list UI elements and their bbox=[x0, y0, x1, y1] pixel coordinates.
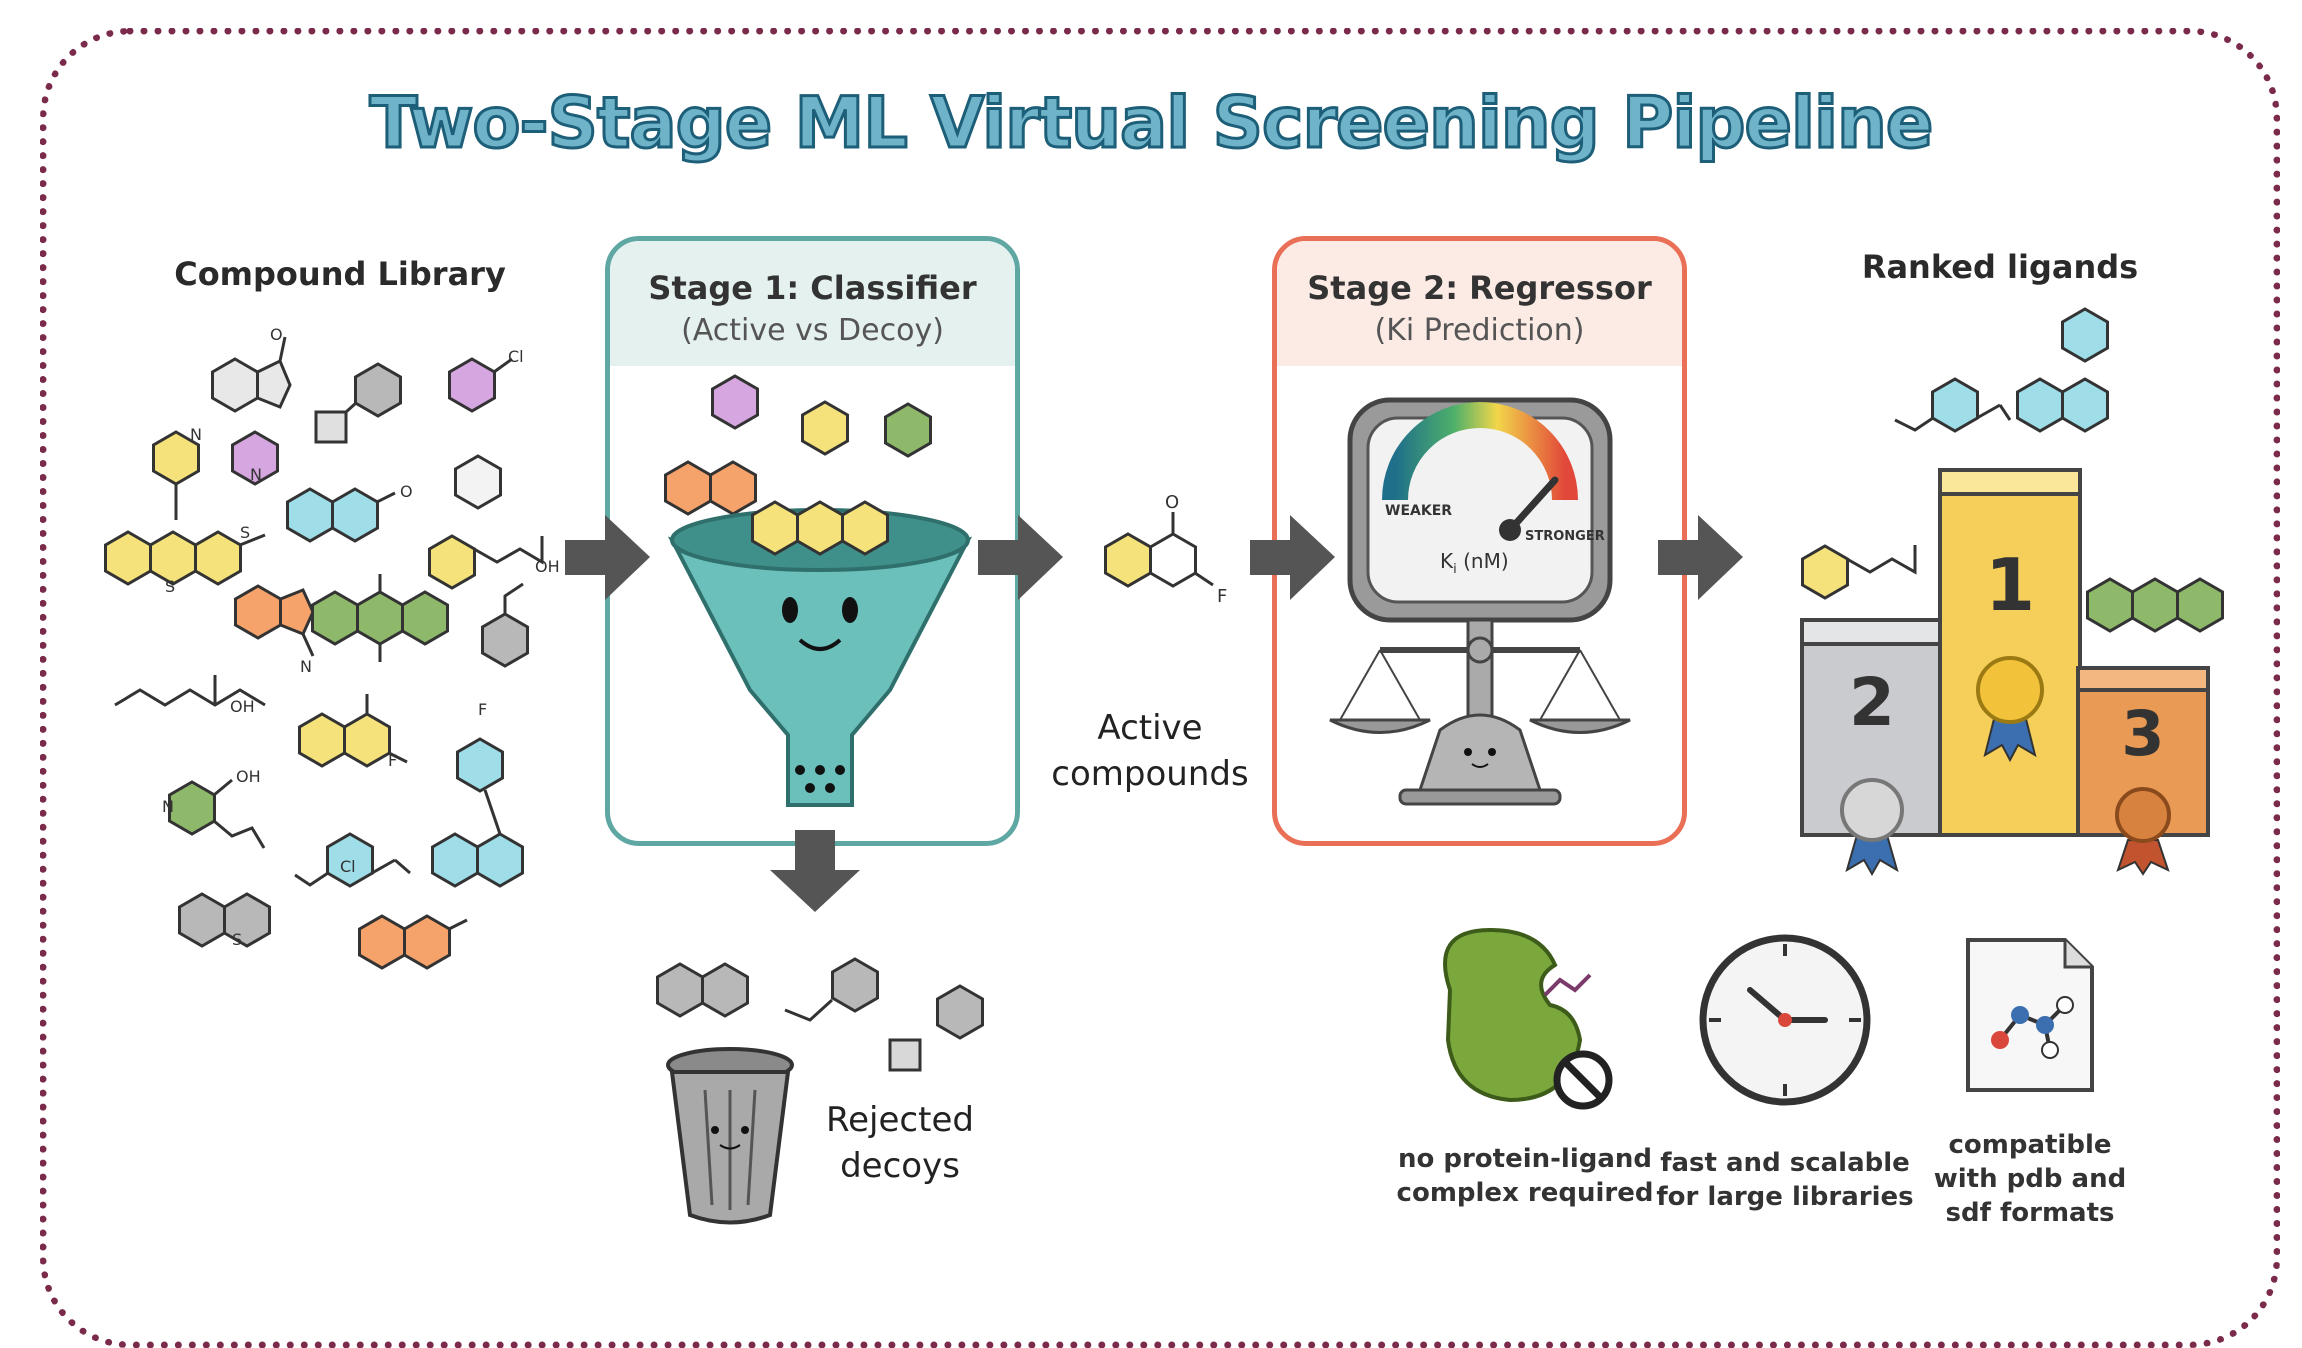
molecule-green-pyridine-lib bbox=[168, 778, 266, 849]
molecule-chlorobenzene bbox=[448, 357, 513, 413]
feature3-line1: compatible bbox=[1948, 1130, 2112, 1160]
podium-first-number: 1 bbox=[1985, 543, 2035, 627]
active-compound-molecule bbox=[1104, 512, 1214, 588]
diagram-graphics: O Cl N N S S O OH N OH F N OH Cl F S bbox=[104, 307, 2224, 1225]
gauge-weaker-label: WEAKER bbox=[1385, 503, 1452, 519]
rejected-line1: Rejected bbox=[826, 1100, 974, 1140]
molecule-hydrocinnamic-lib bbox=[428, 534, 544, 590]
feature-fast-text: fast and scalable for large libraries bbox=[1640, 1146, 1930, 1214]
compound-library-molecules bbox=[104, 336, 544, 970]
gold-medal-icon bbox=[1976, 656, 2044, 763]
rejected-line2: decoys bbox=[840, 1146, 960, 1186]
feature1-line2: complex required bbox=[1396, 1178, 1654, 1208]
active-atom-O: O bbox=[1165, 492, 1179, 513]
funnel-icon bbox=[664, 374, 973, 807]
active-atom-F: F bbox=[1217, 586, 1227, 607]
molecule-ethylcyclohexene-lib bbox=[481, 582, 529, 668]
atom-F: F bbox=[478, 700, 487, 719]
atom-OH: OH bbox=[535, 557, 560, 576]
molecule-indanone bbox=[211, 336, 292, 413]
bronze-medal-icon bbox=[2115, 787, 2171, 876]
ranked-molecules bbox=[1801, 307, 2224, 633]
stage1-title: Stage 1: Classifier bbox=[648, 269, 977, 307]
feature-formats-text: compatible with pdb and sdf formats bbox=[1900, 1128, 2160, 1230]
podium-icon: 1 2 3 bbox=[1800, 468, 2210, 877]
feature2-line2: for large libraries bbox=[1656, 1182, 1914, 1212]
stage2-title: Stage 2: Regressor bbox=[1307, 269, 1652, 307]
atom-S: S bbox=[165, 577, 175, 596]
podium-second-number: 2 bbox=[1849, 664, 1895, 741]
active-compounds-label: Active compounds bbox=[1030, 705, 1270, 797]
atom-S: S bbox=[232, 930, 242, 949]
stage1-header: Stage 1: Classifier (Active vs Decoy) bbox=[610, 241, 1015, 366]
atom-F: F bbox=[388, 751, 397, 770]
feature2-line1: fast and scalable bbox=[1660, 1148, 1910, 1178]
feature1-line1: no protein-ligand bbox=[1397, 1144, 1653, 1174]
atom-N: N bbox=[250, 465, 262, 484]
molecule-fluorotetralone-lib bbox=[298, 694, 408, 768]
rejected-molecules bbox=[656, 957, 984, 1072]
feature3-line3: sdf formats bbox=[1945, 1198, 2115, 1228]
feature3-line2: with pdb and bbox=[1933, 1164, 2127, 1194]
stage2-regressor-panel: Stage 2: Regressor (Ki Prediction) bbox=[1272, 236, 1687, 846]
stage2-header: Stage 2: Regressor (Ki Prediction) bbox=[1277, 241, 1682, 366]
molecule-naphthalenone bbox=[286, 487, 396, 543]
arrow-library-to-stage1 bbox=[565, 515, 650, 600]
ranked-ligands-label: Ranked ligands bbox=[1861, 248, 2139, 286]
protein-no-icon bbox=[1443, 927, 1613, 1110]
molecule-phenothiazine-lib bbox=[104, 430, 266, 586]
atom-N: N bbox=[162, 797, 174, 816]
arrow-active-to-stage2 bbox=[1250, 515, 1335, 600]
molecule-cyclobutylbenzene bbox=[314, 362, 402, 444]
stage2-subtitle: (Ki Prediction) bbox=[1374, 313, 1585, 348]
molecule-lead-lib bbox=[294, 737, 524, 888]
arrow-down-to-decoys bbox=[770, 830, 860, 912]
affinity-gauge-icon: WEAKER STRONGER Ki (nM) bbox=[1329, 397, 1631, 806]
gauge-unit-label: Ki (nM) bbox=[1440, 549, 1509, 577]
molecule-orange-indole bbox=[234, 584, 315, 657]
atom-N: N bbox=[300, 657, 312, 676]
library-atom-labels: O Cl N N S S O OH N OH F N OH Cl F S bbox=[162, 325, 560, 949]
trash-can-icon bbox=[666, 1047, 794, 1225]
molecule-benzene bbox=[454, 454, 502, 510]
active-line2: compounds bbox=[1051, 754, 1249, 794]
compound-library-label: Compound Library bbox=[174, 255, 506, 293]
atom-O: O bbox=[400, 482, 413, 501]
atom-OH: OH bbox=[236, 767, 261, 786]
rejected-decoys-label: Rejected decoys bbox=[790, 1097, 1010, 1189]
atom-Cl: Cl bbox=[508, 347, 524, 366]
molecule-file-icon bbox=[1966, 938, 2094, 1092]
podium-third-number: 3 bbox=[2121, 697, 2164, 770]
atom-O: O bbox=[270, 325, 283, 344]
funnel-input-molecules bbox=[664, 374, 932, 516]
atom-OH: OH bbox=[230, 697, 255, 716]
molecule-anthraquinone-lib bbox=[311, 574, 449, 662]
molecule-hexanoic-acid bbox=[114, 688, 266, 707]
page-title: Two-Stage ML Virtual Screening Pipeline bbox=[368, 81, 1935, 166]
flow-arrows bbox=[565, 515, 1743, 912]
arrow-stage2-to-ranked bbox=[1658, 515, 1743, 600]
funnel-phenothiazine bbox=[751, 500, 889, 556]
stage1-subtitle: (Active vs Decoy) bbox=[681, 313, 944, 348]
molecule-methylnaphthalene-lib bbox=[358, 914, 468, 970]
clock-icon bbox=[1699, 934, 1871, 1106]
active-line1: Active bbox=[1097, 708, 1203, 748]
atom-N: N bbox=[190, 425, 202, 444]
arrow-stage1-to-active bbox=[978, 515, 1063, 600]
molecule-thiochroman-lib bbox=[178, 892, 271, 948]
atom-Cl: Cl bbox=[340, 857, 356, 876]
atom-S: S bbox=[240, 523, 250, 542]
gauge-stronger-label: STRONGER bbox=[1525, 529, 1605, 544]
feature-no-complex-text: no protein-ligand complex required bbox=[1380, 1142, 1670, 1210]
silver-medal-icon bbox=[1840, 778, 1904, 877]
